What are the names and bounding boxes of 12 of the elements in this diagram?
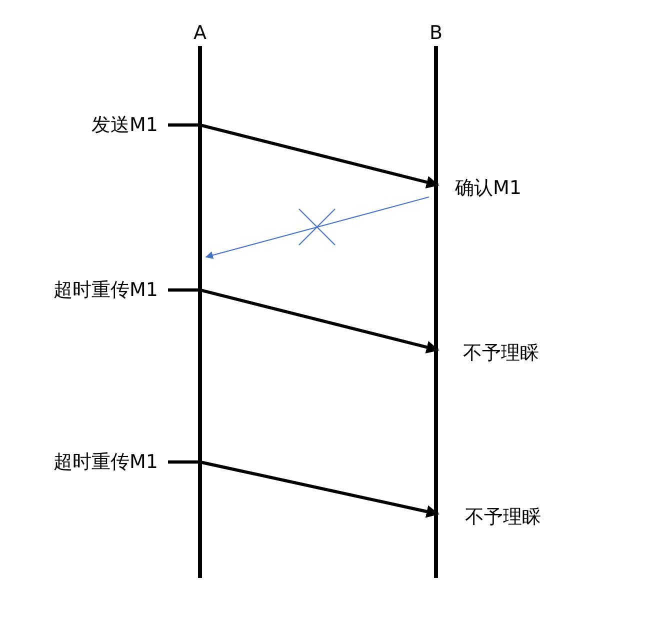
message-arrow	[168, 460, 440, 518]
message-arrow	[168, 123, 440, 188]
message-arrow	[168, 288, 440, 354]
lifeline-label: A	[194, 21, 206, 46]
message-arrow	[205, 196, 430, 259]
message-label: 确认M1	[455, 176, 522, 201]
message-label: 超时重传M1	[54, 450, 158, 475]
message-label: 发送M1	[92, 113, 158, 138]
lifeline-label: B	[429, 21, 443, 46]
message-label: 不予理睬	[463, 341, 539, 366]
message-label: 超时重传M1	[54, 278, 158, 303]
message-label: 不予理睬	[465, 505, 541, 530]
